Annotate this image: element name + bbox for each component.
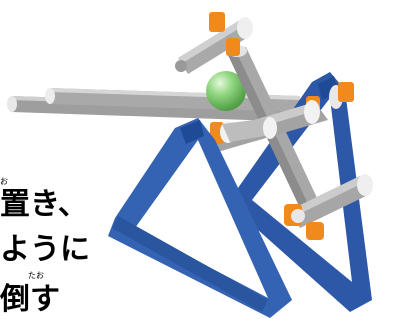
ruby-taosu: たお <box>28 271 44 280</box>
green-ball <box>206 71 246 111</box>
upper-short-bar <box>175 12 253 74</box>
text-line-2: ように <box>0 232 90 267</box>
front-frame <box>108 118 292 318</box>
text-line-1: 置き、 <box>0 187 88 222</box>
text-line-3: 倒す <box>0 282 60 317</box>
lower-right-bar <box>284 174 373 240</box>
ruby-oki: お <box>0 177 8 186</box>
